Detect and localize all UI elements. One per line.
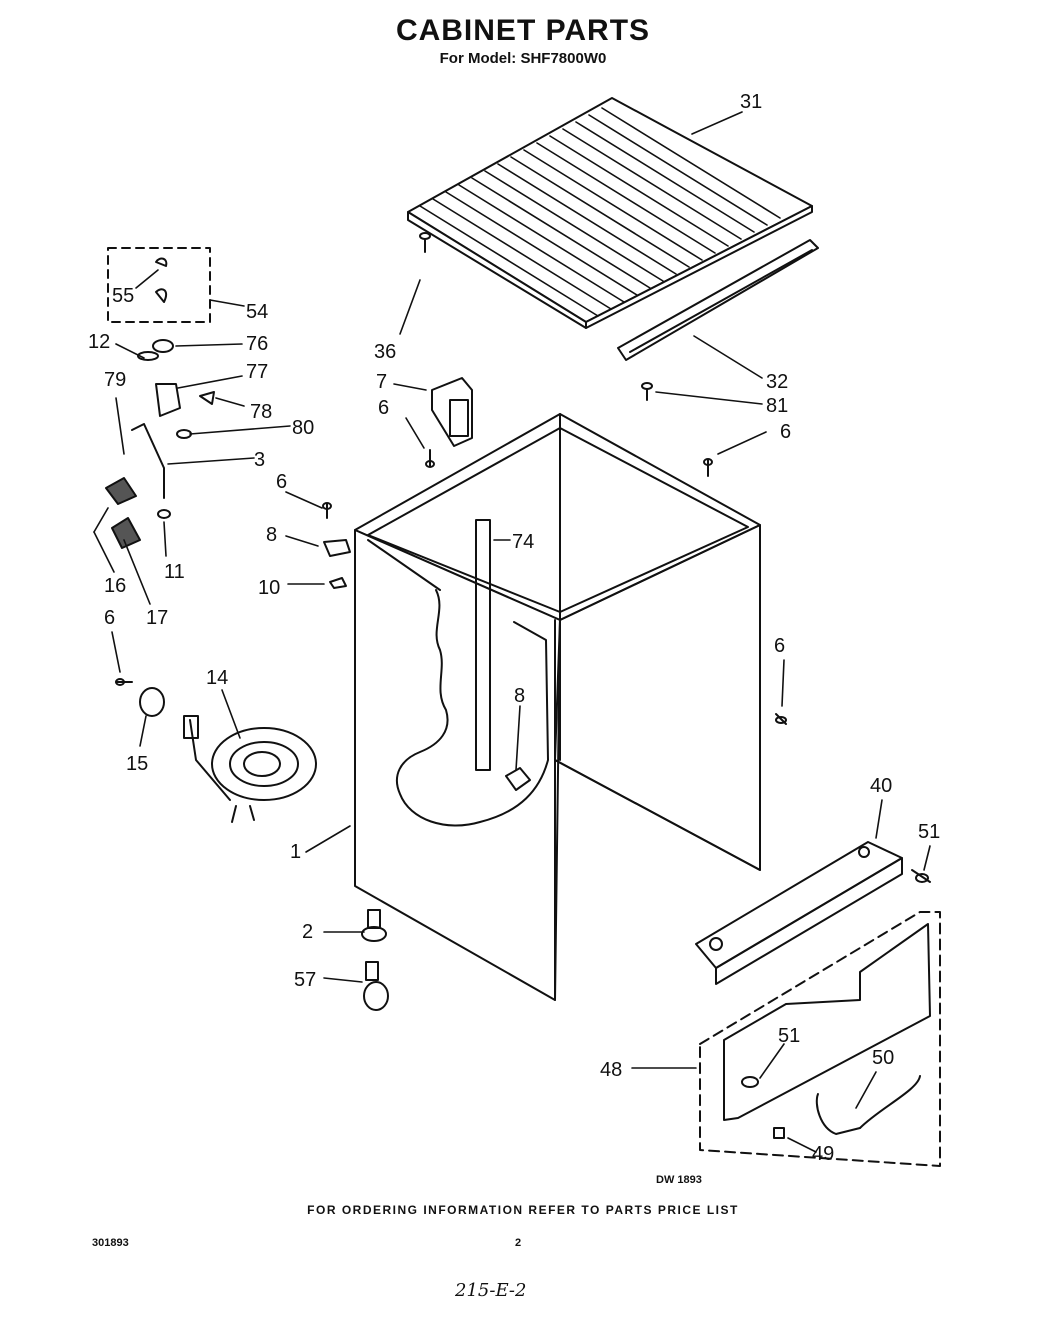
callout-6: 6 (276, 471, 287, 493)
clip-8 (323, 539, 531, 791)
callout-1: 1 (290, 841, 301, 863)
bracket-7 (431, 377, 473, 447)
screw-36 (419, 232, 431, 253)
callout-6: 6 (378, 397, 389, 419)
leveling-foot-2 (361, 909, 387, 942)
callout-78: 78 (250, 401, 272, 423)
callout-51: 51 (918, 821, 940, 843)
callout-8: 8 (266, 524, 277, 546)
kit-54 (107, 247, 211, 323)
callout-16: 16 (104, 575, 126, 597)
callout-12: 12 (88, 331, 110, 353)
lid-part (407, 97, 813, 329)
callout-76: 76 (246, 333, 268, 355)
callout-15: 15 (126, 753, 148, 775)
callout-50: 50 (872, 1047, 894, 1069)
callout-3: 3 (254, 449, 265, 471)
callout-40: 40 (870, 775, 892, 797)
screw-51-top (911, 869, 931, 883)
handwritten-note: 215-E-2 (455, 1280, 527, 1301)
drawing-code: DW 1893 (656, 1174, 702, 1186)
callout-80: 80 (292, 417, 314, 439)
callout-6: 6 (780, 421, 791, 443)
callout-2: 2 (302, 921, 313, 943)
callout-74: 74 (512, 531, 534, 553)
kick-panel-48 (699, 911, 941, 1167)
callout-77: 77 (246, 361, 268, 383)
hinge-bar-part (617, 239, 819, 361)
clip-10 (329, 577, 347, 589)
page-title: CABINET PARTS (395, 14, 651, 47)
cabinet-body-part (354, 413, 761, 1001)
callout-36: 36 (374, 341, 396, 363)
callout-labels: 31 36 7 6 6 81 32 55 54 12 76 77 78 79 8… (88, 91, 940, 1165)
document-number: 301893 (92, 1237, 129, 1249)
screw-81 (641, 382, 653, 401)
callout-32: 32 (766, 371, 788, 393)
heater-coil-14 (183, 715, 317, 823)
callout-48: 48 (600, 1059, 622, 1081)
callout-6: 6 (774, 635, 785, 657)
screw-6 (115, 449, 787, 725)
caster-57 (363, 961, 389, 1011)
channel-74 (475, 519, 491, 771)
callout-11: 11 (164, 561, 185, 583)
callout-57: 57 (294, 969, 316, 991)
bracket-40 (695, 841, 903, 985)
callout-51: 51 (778, 1025, 800, 1047)
foot-15 (139, 687, 165, 717)
callout-7: 7 (376, 371, 387, 393)
callout-79: 79 (104, 369, 126, 391)
callout-55: 55 (112, 285, 134, 307)
page-number: 2 (515, 1237, 522, 1249)
callout-6: 6 (104, 607, 115, 629)
callout-17: 17 (146, 607, 168, 629)
callout-54: 54 (246, 301, 268, 323)
ordering-note: FOR ORDERING INFORMATION REFER TO PARTS … (307, 1203, 739, 1217)
callout-10: 10 (258, 577, 280, 599)
callout-81: 81 (766, 395, 788, 417)
callout-8: 8 (514, 685, 525, 707)
callout-49: 49 (812, 1143, 834, 1165)
callout-31: 31 (740, 91, 762, 113)
callout-14: 14 (206, 667, 228, 689)
model-subtitle: For Model: SHF7800W0 (439, 50, 607, 67)
